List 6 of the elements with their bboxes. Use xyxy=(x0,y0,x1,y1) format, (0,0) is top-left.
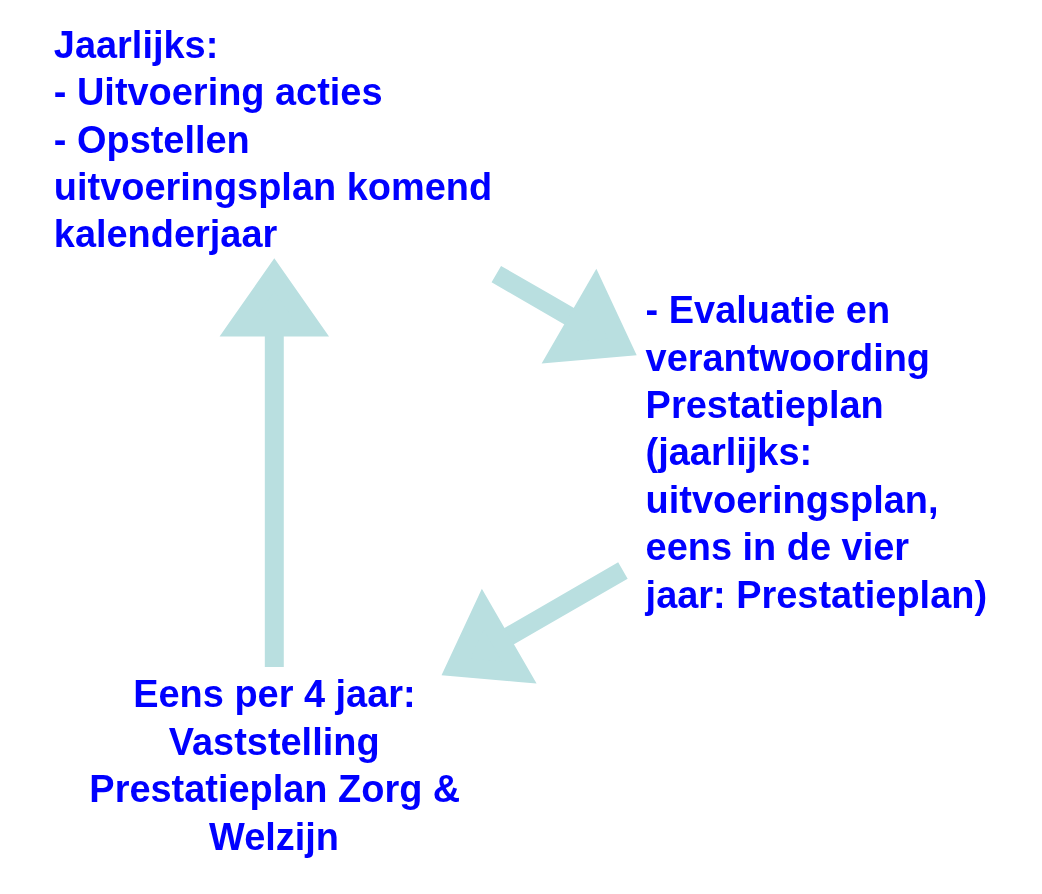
arrow xyxy=(441,562,628,684)
node-text: - Evaluatie en verantwoording Prestatieplan (jaarlijks: uitvoeringsplan, eens in de vier jaar: Prestatieplan) xyxy=(645,289,988,616)
node-text: Eens per 4 jaar: Vaststelling Prestatieplan Zorg & Welzijn xyxy=(89,673,461,858)
arrow xyxy=(219,258,330,668)
node-text: Jaarlijks: - Uitvoering acties - Opstellen uitvoeringsplan komend kalenderjaar xyxy=(53,23,493,256)
arrow xyxy=(491,265,637,364)
